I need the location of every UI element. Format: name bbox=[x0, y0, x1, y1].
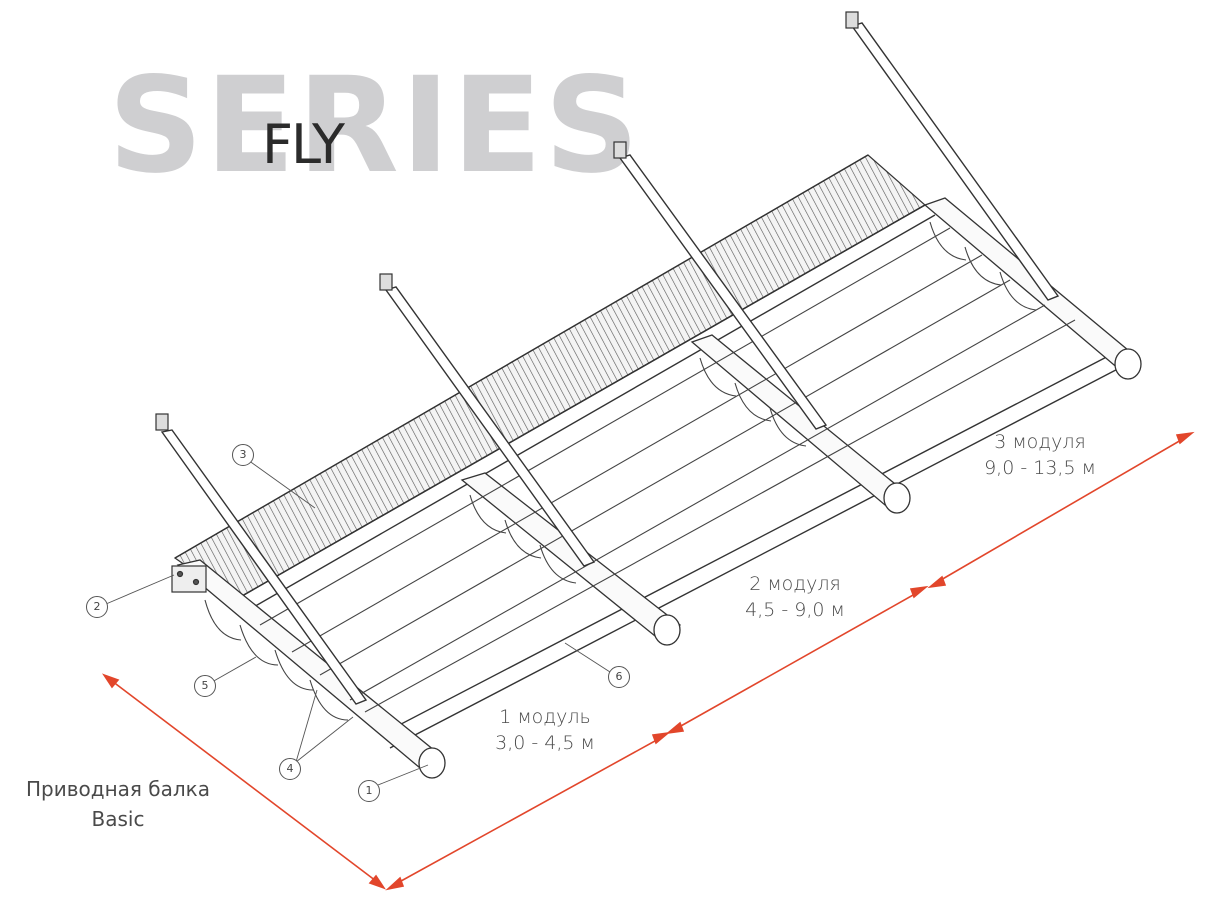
callout-1: 1 bbox=[358, 780, 380, 802]
drive-box bbox=[171, 565, 207, 593]
callout-4: 4 bbox=[279, 758, 301, 780]
dimension-module-1 bbox=[391, 735, 665, 887]
arrow-head bbox=[927, 575, 947, 589]
callout-6: 6 bbox=[608, 666, 630, 688]
callout-2: 2 bbox=[86, 596, 108, 618]
dimension-depth bbox=[107, 677, 381, 885]
cross-beams bbox=[176, 197, 1142, 769]
support-struts bbox=[160, 22, 1060, 705]
callout-leaders bbox=[105, 459, 611, 786]
arrow-head bbox=[101, 673, 120, 689]
dimension-module-2 bbox=[671, 589, 923, 732]
fly-title: FLY bbox=[262, 113, 345, 176]
callout-3: 3 bbox=[232, 444, 254, 466]
drive-beam-line1: Приводная балка bbox=[25, 777, 210, 801]
module-2-range: 4,5 - 9,0 м bbox=[745, 599, 845, 621]
dimension-lines bbox=[101, 431, 1195, 891]
module-2-name: 2 модуля bbox=[749, 573, 841, 595]
module-1-label: 1 модуль 3,0 - 4,5 м bbox=[460, 704, 630, 756]
module-3-name: 3 модуля bbox=[994, 431, 1086, 453]
fabric-folds bbox=[204, 221, 1037, 721]
module-3-range: 9,0 - 13,5 м bbox=[984, 457, 1096, 479]
drive-beam-line2: Basic bbox=[91, 807, 145, 831]
module-1-name: 1 модуль bbox=[499, 706, 591, 728]
module-2-label: 2 модуля 4,5 - 9,0 м bbox=[710, 571, 880, 623]
strut-brackets bbox=[155, 11, 859, 431]
drive-beam-label: Приводная балка Basic bbox=[18, 774, 218, 834]
arrow-head bbox=[385, 876, 405, 891]
arrow-head bbox=[909, 585, 929, 599]
callout-5: 5 bbox=[194, 675, 216, 697]
series-watermark: SERIES bbox=[108, 49, 642, 203]
arrow-head bbox=[651, 731, 671, 745]
module-3-label: 3 модуля 9,0 - 13,5 м bbox=[955, 429, 1125, 481]
arrow-head bbox=[665, 721, 685, 735]
arrow-head bbox=[368, 874, 387, 890]
beam-caps bbox=[418, 348, 1142, 779]
fabric-rails bbox=[259, 227, 1076, 713]
dimension-module-3 bbox=[933, 435, 1189, 585]
module-1-range: 3,0 - 4,5 м bbox=[495, 732, 595, 754]
side-rails bbox=[234, 204, 1136, 749]
arrow-head bbox=[1175, 431, 1195, 445]
